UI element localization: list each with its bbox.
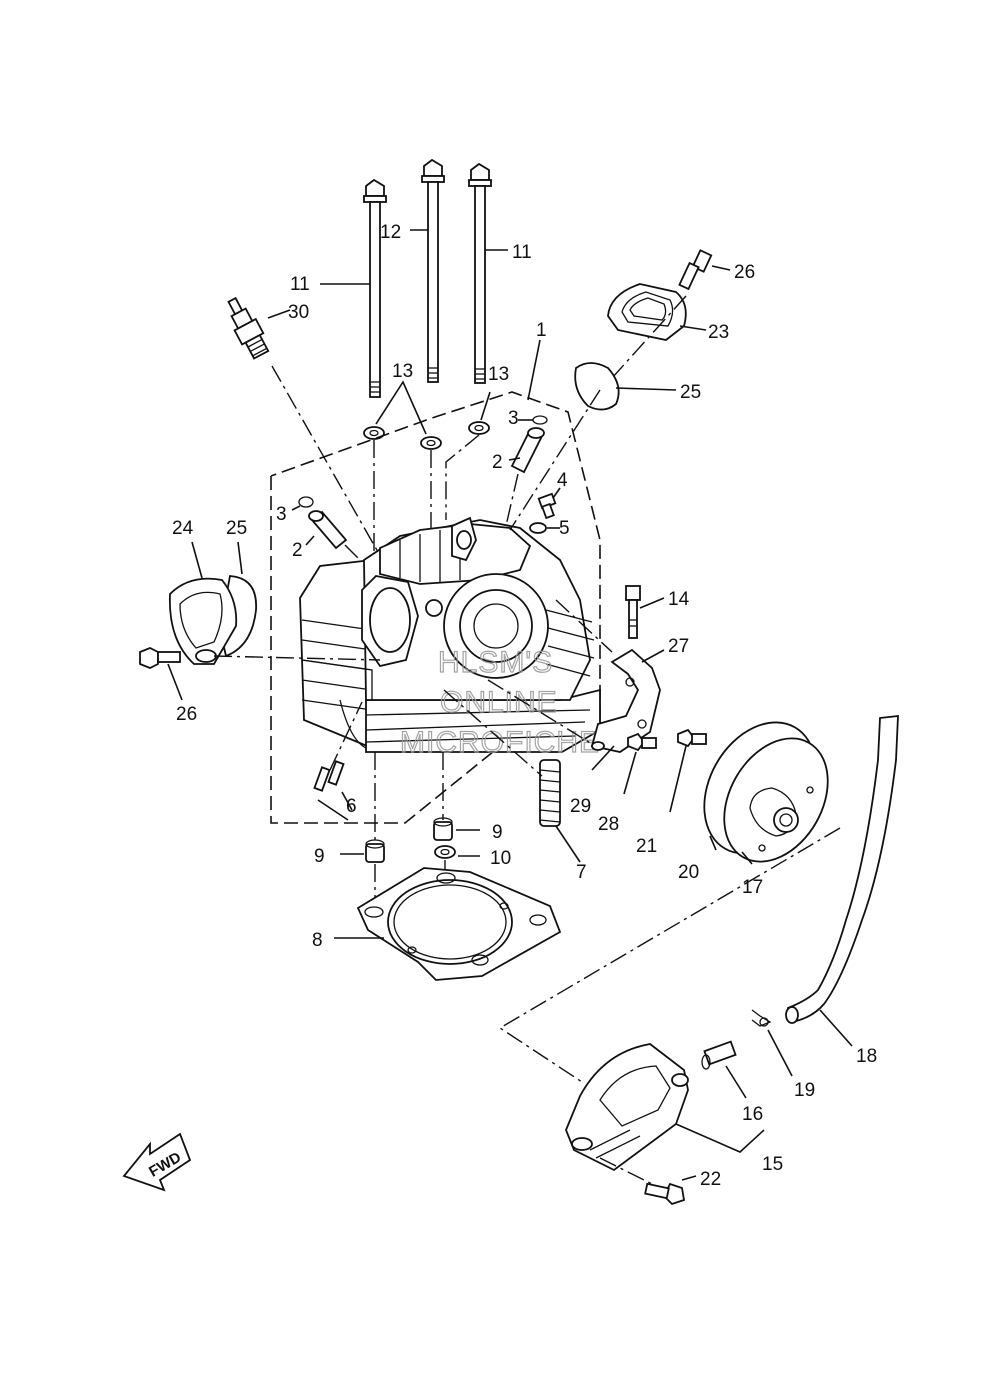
callout-c3a: 3: [276, 504, 287, 525]
callout-c23: 23: [708, 322, 729, 343]
fitting-16: [701, 1040, 737, 1070]
callout-c4: 4: [557, 470, 568, 491]
callout-c9a: 9: [314, 846, 325, 867]
valve-guide-2-right: [510, 427, 545, 474]
callout-c5: 5: [559, 518, 570, 539]
spark-plug-30: [227, 296, 270, 360]
callout-c9b: 9: [492, 822, 503, 843]
callout-c19: 19: [794, 1080, 815, 1101]
bolt-21: [677, 728, 707, 748]
washer-13-b: [420, 436, 442, 450]
bolt-28: [627, 732, 657, 752]
callout-c27: 27: [668, 636, 689, 657]
washer-13-c: [468, 421, 490, 435]
callout-c17: 17: [742, 877, 763, 898]
callout-c21: 21: [636, 836, 657, 857]
circlip-3-right: [532, 415, 548, 425]
o-ring-29: [591, 741, 605, 751]
cylinder-head: [299, 516, 601, 753]
stud-bolt-11-left: [363, 178, 387, 398]
cover-23: [607, 283, 687, 341]
svg-text:ONLINE: ONLINE: [440, 686, 558, 719]
callout-c25b: 25: [680, 382, 701, 403]
bolt-26-right: [678, 249, 713, 291]
breather-hose-18: [785, 714, 899, 1024]
callout-c28: 28: [598, 814, 619, 835]
bolt-26-left: [139, 647, 181, 669]
callout-c13b: 13: [488, 364, 509, 385]
watermark: HLSM'S ONLINE MICROFICHE: [399, 645, 600, 759]
stud-bolt-12: [421, 158, 445, 383]
gasket-17: [749, 786, 814, 852]
washer-13-a: [363, 426, 385, 440]
dowel-pins-6: [313, 760, 345, 792]
washer-5: [529, 522, 547, 534]
plug-4: [537, 492, 557, 520]
callout-c20: 20: [678, 862, 699, 883]
bolt-22: [644, 1182, 686, 1206]
clip-19: [751, 1009, 772, 1027]
callout-c14: 14: [668, 589, 690, 610]
callout-c15: 15: [762, 1154, 783, 1175]
callout-c16: 16: [742, 1104, 763, 1125]
callout-c24: 24: [172, 518, 194, 539]
dowel-9-right: [433, 817, 453, 841]
svg-text:HLSM'S: HLSM'S: [438, 646, 553, 679]
callout-c3b: 3: [508, 408, 519, 429]
cover-15: [565, 1043, 689, 1172]
callout-c22: 22: [700, 1169, 721, 1190]
fwd-arrow-icon: FWD: [122, 1132, 192, 1192]
callout-c1: 1: [536, 320, 547, 341]
callout-c26b: 26: [176, 704, 197, 725]
washer-10: [434, 845, 456, 859]
callout-c18: 18: [856, 1046, 877, 1067]
spring-7: [539, 759, 561, 827]
callout-c12: 12: [380, 222, 401, 243]
callout-c7: 7: [576, 862, 587, 883]
callout-c29: 29: [570, 796, 591, 817]
head-gasket-8: [356, 867, 562, 981]
gasket-25-right: [574, 362, 620, 411]
svg-text:MICROFICHE: MICROFICHE: [400, 726, 600, 759]
callout-c6: 6: [346, 796, 357, 817]
stud-bolt-11-right: [468, 162, 492, 384]
callout-c2b: 2: [492, 452, 503, 473]
gasket-27: [590, 648, 661, 753]
callout-c10: 10: [490, 848, 511, 869]
circlip-3-left: [298, 496, 314, 508]
callout-c26a: 26: [734, 262, 755, 283]
callout-c25a: 25: [226, 518, 247, 539]
callout-c13a: 13: [392, 361, 413, 382]
bolt-14: [625, 585, 641, 639]
callout-c2a: 2: [292, 540, 303, 561]
callout-c11a: 11: [290, 274, 310, 295]
valve-guide-2-left: [308, 510, 348, 550]
callout-c30: 30: [288, 302, 309, 323]
round-cover-20: [703, 721, 829, 863]
callout-c8: 8: [312, 930, 323, 951]
callout-c11b: 11: [512, 242, 532, 263]
dowel-9-left: [365, 839, 385, 863]
side-cover-24: [169, 575, 257, 665]
